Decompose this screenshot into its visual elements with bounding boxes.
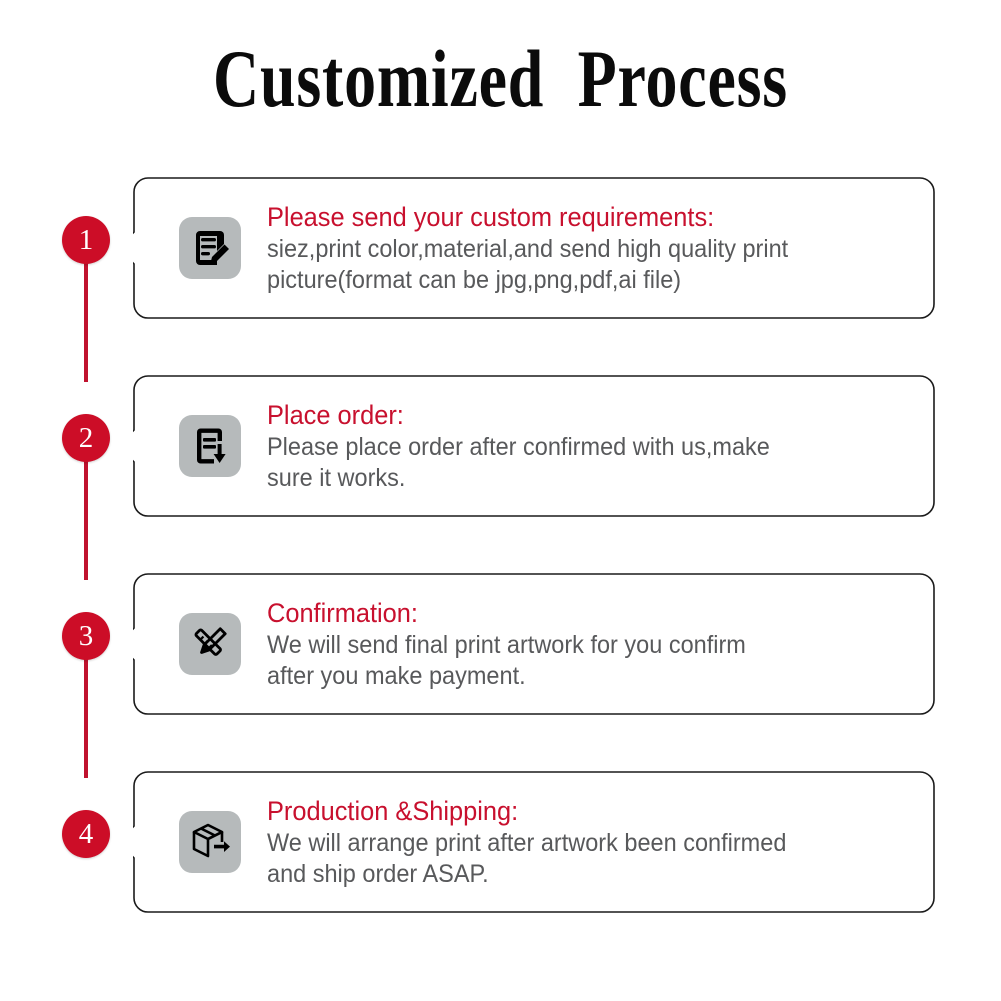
step-description-2: Please place order after confirmed with … [267,432,770,492]
step-heading-3: Confirmation: [267,597,418,628]
step-number-4[interactable]: 4 [62,810,110,858]
step-card-1[interactable]: Please send your custom requirements: si… [133,177,935,319]
document-download-icon [179,415,241,477]
step-description-4: We will arrange print after artwork been… [267,828,787,888]
step-heading-4: Production &Shipping: [267,795,519,826]
document-edit-icon [179,217,241,279]
timeline-connector-2-3 [84,450,88,580]
step-card-4[interactable]: Production &Shipping: We will arrange pr… [133,771,935,913]
step-card-2[interactable]: Place order: Please place order after co… [133,375,935,517]
pencil-ruler-icon [179,613,241,675]
step-number-3[interactable]: 3 [62,612,110,660]
timeline-connector-1-2 [84,252,88,382]
timeline-rail: 1 2 3 4 [62,160,110,900]
step-number-2[interactable]: 2 [62,414,110,462]
step-heading-1: Please send your custom requirements: [267,201,715,232]
step-card-3[interactable]: Confirmation: We will send final print a… [133,573,935,715]
timeline-connector-3-4 [84,648,88,778]
step-description-3: We will send final print artwork for you… [267,630,746,690]
step-number-1[interactable]: 1 [62,216,110,264]
step-description-1: siez,print color,material,and send high … [267,234,789,294]
package-shipping-icon [179,811,241,873]
page-title: Customized Process [213,33,788,124]
step-heading-2: Place order: [267,399,404,430]
